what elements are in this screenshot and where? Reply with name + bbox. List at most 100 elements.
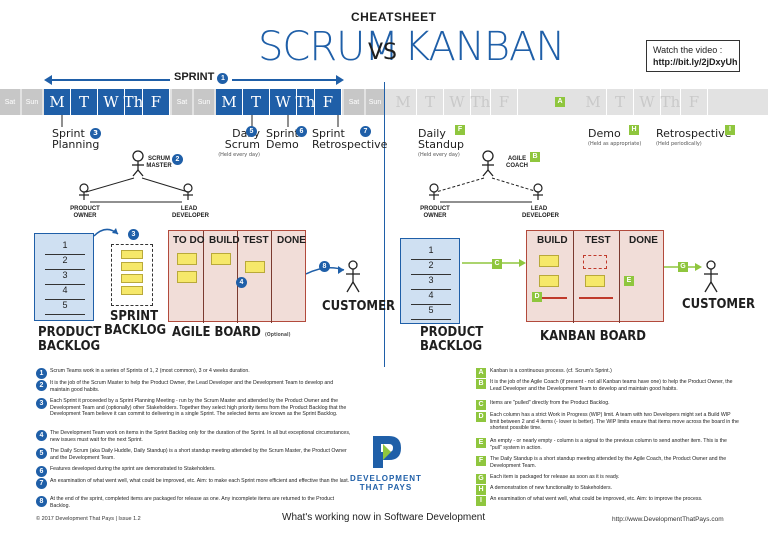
scrum-legend-item: 1 Scrum Teams work in a series of Sprint…	[36, 368, 352, 379]
sprint-planning-text: Sprint Planning	[52, 127, 100, 151]
legend-text: An examination of what went well, what c…	[490, 496, 703, 502]
kanban-continuous-badge: A	[555, 97, 565, 107]
legend-badge: A	[476, 368, 486, 378]
legend-text: The Development Team work on items in th…	[50, 430, 351, 443]
release-badge: 8	[319, 261, 330, 272]
logo-line-1: DEVELOPMENT	[350, 474, 422, 483]
day-tue: T	[71, 89, 98, 115]
legend-text: Each Sprint it proceeded by a Sprint Pla…	[50, 398, 347, 418]
kanban-backlog-item: 2	[411, 260, 451, 275]
kanban-col-build: BUILD	[537, 235, 568, 246]
legend-badge: 2	[36, 380, 47, 391]
scrum-backlog-item: 2	[45, 255, 85, 270]
legend-badge: 3	[36, 398, 47, 409]
agile-board-sub: (Optional)	[264, 332, 291, 338]
daily-standup-badge: F	[455, 125, 465, 135]
wip-badge: D	[532, 292, 542, 302]
kanban-customer-label: CUSTOMER	[682, 297, 756, 312]
kanban-legend-item: E An empty - or nearly empty - column is…	[476, 438, 740, 454]
customer-icon	[346, 260, 360, 293]
legend-text: An examination of what went well, what c…	[50, 478, 350, 484]
legend-text: Kanban is a continuous process. (cf. Scr…	[490, 368, 612, 374]
video-box[interactable]: Watch the video : http://bit.ly/2jDxyUh	[646, 40, 740, 72]
kanban-demo-badge: H	[629, 125, 639, 135]
sticky-note	[177, 253, 197, 265]
kanban-product-backlog: 1 2 3 4 5	[400, 238, 460, 324]
kanban-backlog-list: 1 2 3 4 5	[411, 245, 451, 320]
scrum-master-label: SCRUM MASTER	[146, 156, 172, 169]
day-sat: Sat	[0, 89, 20, 115]
sprint-backlog-box	[111, 244, 153, 306]
legend-badge: F	[476, 456, 486, 466]
day-sun-3: Sun	[366, 89, 384, 115]
scrum-product-backlog-caption: PRODUCT BACKLOG	[38, 325, 102, 354]
video-link[interactable]: http://bit.ly/2jDxyUh	[653, 57, 738, 67]
scrum-backlog-item: 1	[45, 240, 85, 255]
kanban-title: KANBAN	[404, 24, 565, 70]
sticky-note	[245, 261, 265, 273]
day-thu-2: Th	[296, 89, 315, 115]
kanban-backlog-item: 1	[411, 245, 451, 260]
legend-text: Items are "pulled" directly from the Pro…	[490, 400, 610, 406]
day-fri-2: F	[315, 89, 342, 115]
daily-standup-label: Daily Standup (Held every day)	[418, 128, 468, 161]
footer-url[interactable]: http://www.DevelopmentThatPays.com	[612, 516, 724, 523]
k-day-fri: F	[491, 89, 518, 115]
scrum-legend-item: 4 The Development Team work on items in …	[36, 430, 352, 446]
sprint-badge: 1	[217, 73, 229, 84]
pull-signal-badge: E	[624, 276, 634, 286]
scrum-event-pointers	[61, 115, 339, 127]
board-divider	[573, 231, 574, 323]
kanban-legend-item: A Kanban is a continuous process. (cf. S…	[476, 368, 740, 378]
kanban-legend: A Kanban is a continuous process. (cf. S…	[476, 368, 740, 506]
day-sat-3: Sat	[344, 89, 364, 115]
kanban-legend-item: C Items are "pulled" directly from the P…	[476, 400, 740, 410]
kanban-pull-badge: C	[492, 259, 502, 269]
legend-badge: 1	[36, 368, 47, 379]
kanban-demo-label: Demo (Held as appropriate)	[588, 128, 641, 150]
scrum-legend: 1 Scrum Teams work in a series of Sprint…	[36, 368, 352, 518]
sticky-note	[539, 275, 559, 287]
kanban-legend-item: B It is the job of the Agile Coach (if p…	[476, 379, 740, 395]
legend-badge: C	[476, 400, 486, 410]
scrum-product-owner-label: PRODUCT OWNER	[70, 206, 100, 219]
logo-text: DEVELOPMENT THAT PAYS	[340, 474, 432, 492]
kanban-legend-item: I An examination of what went well, what…	[476, 496, 740, 506]
legend-badge: E	[476, 438, 486, 448]
legend-text: The Daily Standup is a short standup mee…	[490, 456, 727, 469]
day-fri: F	[143, 89, 170, 115]
kanban-legend-item: D Each column has a strict Work in Progr…	[476, 412, 740, 436]
kanban-backlog-item: 3	[411, 275, 451, 290]
legend-badge: 5	[36, 448, 47, 459]
k-day-tue: T	[417, 89, 444, 115]
scrum-backlog-item: 3	[45, 270, 85, 285]
wip-limit-line	[533, 297, 567, 299]
scrum-legend-item: 6 Features developed during the sprint a…	[36, 466, 352, 477]
agile-col-test: TEST	[243, 235, 269, 246]
scrum-lead-developer-label: LEAD DEVELOPER	[172, 206, 210, 219]
k-day-mon-2: M	[580, 89, 607, 115]
kanban-lead-developer-label: LEAD DEVELOPER	[522, 206, 560, 219]
daily-scrum-sub: (Held every day)	[218, 152, 260, 158]
agile-board-label: AGILE BOARD	[172, 325, 261, 340]
sprint-planning-label: Sprint Planning 3	[52, 127, 101, 151]
kanban-legend-item: G Each item is packaged for release as s…	[476, 474, 740, 484]
sprint-demo-badge: 6	[296, 126, 307, 137]
sprint-backlog-badge: 3	[128, 229, 139, 240]
sprint-demo-label: Sprint Demo	[266, 127, 299, 151]
scrum-legend-item: 8 At the end of the sprint, completed it…	[36, 496, 352, 512]
sprint-planning-badge: 3	[90, 128, 101, 139]
scrum-product-backlog: 1 2 3 4 5	[34, 233, 94, 321]
k-day-tue-2: T	[607, 89, 634, 115]
kanban-col-test: TEST	[585, 235, 611, 246]
agile-col-todo: TO DO	[173, 235, 205, 246]
agile-col-build: BUILD	[209, 235, 240, 246]
sprint-retro-badge: 7	[360, 126, 371, 137]
logo-line-2: THAT PAYS	[359, 483, 413, 492]
copyright: © 2017 Development That Pays | Issue 1.2	[36, 516, 141, 522]
legend-badge: 6	[36, 466, 47, 477]
legend-text: Scrum Teams work in a series of Sprints …	[50, 368, 250, 374]
kanban-retro-label: Retrospective (Held periodically)	[656, 128, 731, 150]
legend-text: It is the job of the Agile Coach (if pre…	[490, 379, 733, 392]
k-day-mon: M	[390, 89, 417, 115]
